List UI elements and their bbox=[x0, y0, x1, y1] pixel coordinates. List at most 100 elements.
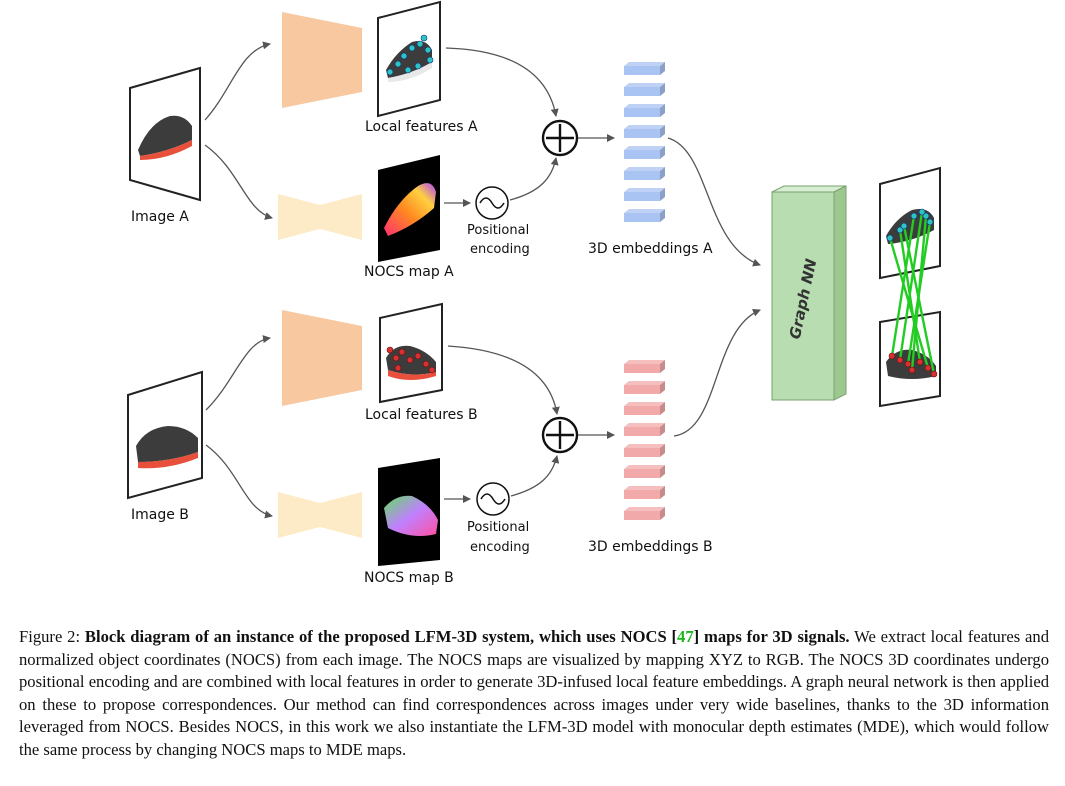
arrow bbox=[509, 157, 559, 201]
embedding-bar-top bbox=[624, 146, 665, 150]
embedding-bar bbox=[624, 150, 660, 159]
embedding-bar bbox=[624, 427, 660, 436]
embeddings-a-stack bbox=[624, 62, 665, 222]
embedding-bar bbox=[624, 364, 660, 373]
block-diagram: Image A Local features A NOCS map A Posi… bbox=[127, 0, 941, 586]
figure-caption: Figure 2: Block diagram of an instance o… bbox=[19, 626, 1049, 762]
arrow bbox=[673, 309, 761, 437]
embedding-bar-top bbox=[624, 444, 665, 448]
shoe-icon bbox=[136, 426, 198, 469]
embedding-bar-top bbox=[624, 402, 665, 406]
local-features-a-panel bbox=[377, 0, 441, 118]
embedding-bar bbox=[624, 192, 660, 201]
embedding-bar-top bbox=[624, 209, 665, 213]
arrow bbox=[667, 137, 761, 267]
caption-body: We extract local features and normalized… bbox=[19, 627, 1049, 759]
positional-encoding-b bbox=[476, 482, 510, 516]
arrow bbox=[204, 41, 271, 121]
sine-icon bbox=[479, 197, 505, 209]
caption-bold-title: Block diagram of an instance of the prop… bbox=[84, 627, 678, 646]
embedding-bar-side bbox=[660, 188, 665, 201]
embedding-bar bbox=[624, 385, 660, 394]
decoder-b bbox=[278, 492, 362, 538]
citation-link[interactable]: 47 bbox=[677, 627, 694, 646]
embedding-bar-side bbox=[660, 146, 665, 159]
embedding-bar-side bbox=[660, 465, 665, 478]
embedding-bar bbox=[624, 66, 660, 75]
arrow bbox=[205, 444, 273, 519]
embedding-bar-top bbox=[624, 188, 665, 192]
image-b-label: Image B bbox=[131, 507, 189, 523]
embedding-bar-side bbox=[660, 125, 665, 138]
positional-label-b-line1: Positional bbox=[467, 520, 529, 535]
combine-plus-a bbox=[541, 119, 579, 157]
embedding-bar bbox=[624, 213, 660, 222]
embedding-bar-side bbox=[660, 62, 665, 75]
embedding-bar bbox=[624, 511, 660, 520]
positional-label-b-line2: encoding bbox=[470, 540, 530, 555]
match-lines bbox=[888, 211, 936, 375]
embedding-bar-side bbox=[660, 423, 665, 436]
embedding-bar-side bbox=[660, 402, 665, 415]
embeddings-a-label: 3D embeddings A bbox=[588, 241, 713, 257]
embedding-bar-side bbox=[660, 444, 665, 457]
local-features-b-panel bbox=[379, 302, 443, 404]
positional-encoding-a bbox=[475, 186, 509, 220]
embedding-bar-top bbox=[624, 125, 665, 129]
sine-icon bbox=[480, 493, 506, 505]
graph-nn-block: Graph NN bbox=[771, 185, 847, 401]
nocs-map-a-panel bbox=[378, 155, 440, 262]
image-a-label: Image A bbox=[131, 209, 189, 225]
nocs-map-b-label: NOCS map B bbox=[364, 570, 454, 586]
embedding-bar-top bbox=[624, 486, 665, 490]
embedding-bar bbox=[624, 406, 660, 415]
embedding-bar bbox=[624, 469, 660, 478]
match-output-panel bbox=[879, 166, 941, 408]
embeddings-b-label: 3D embeddings B bbox=[588, 539, 713, 555]
embedding-bar-side bbox=[660, 360, 665, 373]
embedding-bar-top bbox=[624, 83, 665, 87]
embedding-bar bbox=[624, 108, 660, 117]
embedding-bar-side bbox=[660, 486, 665, 499]
nocs-map-b-panel bbox=[378, 458, 440, 566]
embedding-bar-top bbox=[624, 423, 665, 427]
local-features-a-label: Local features A bbox=[365, 119, 478, 135]
decoder-a bbox=[278, 194, 362, 240]
positional-label-a-line2: encoding bbox=[470, 242, 530, 257]
embedding-bar-side bbox=[660, 104, 665, 117]
embedding-bar bbox=[624, 448, 660, 457]
embedding-bar-side bbox=[660, 507, 665, 520]
local-features-b-label: Local features B bbox=[365, 407, 478, 423]
caption-bold-title-end: ] maps for 3D signals. bbox=[693, 627, 850, 646]
embedding-bar bbox=[624, 129, 660, 138]
keypoints-b bbox=[386, 346, 436, 374]
encoder-b bbox=[282, 310, 362, 406]
embeddings-b-stack bbox=[624, 360, 665, 520]
shoe-icon bbox=[138, 115, 192, 160]
arrow bbox=[447, 345, 560, 415]
combine-plus-b bbox=[541, 416, 579, 454]
figure-label: Figure 2: bbox=[19, 627, 85, 646]
encoder-a bbox=[282, 12, 362, 108]
arrow bbox=[445, 47, 559, 117]
embedding-bar-top bbox=[624, 62, 665, 66]
embedding-bar-top bbox=[624, 381, 665, 385]
arrow bbox=[204, 144, 273, 220]
embedding-bar-top bbox=[624, 507, 665, 511]
embedding-bar-side bbox=[660, 209, 665, 222]
embedding-bar bbox=[624, 171, 660, 180]
embedding-bar bbox=[624, 490, 660, 499]
image-a-panel bbox=[129, 66, 201, 202]
keypoints-a bbox=[386, 34, 434, 76]
embedding-bar-side bbox=[660, 167, 665, 180]
embedding-bar-side bbox=[660, 381, 665, 394]
arrow bbox=[205, 335, 271, 411]
embedding-bar-top bbox=[624, 465, 665, 469]
embedding-bar-top bbox=[624, 360, 665, 364]
embedding-bar-side bbox=[660, 83, 665, 96]
embedding-bar bbox=[624, 87, 660, 96]
nocs-map-a-label: NOCS map A bbox=[364, 264, 454, 280]
arrow bbox=[510, 455, 560, 497]
image-b-panel bbox=[127, 370, 203, 500]
positional-label-a-line1: Positional bbox=[467, 223, 529, 238]
